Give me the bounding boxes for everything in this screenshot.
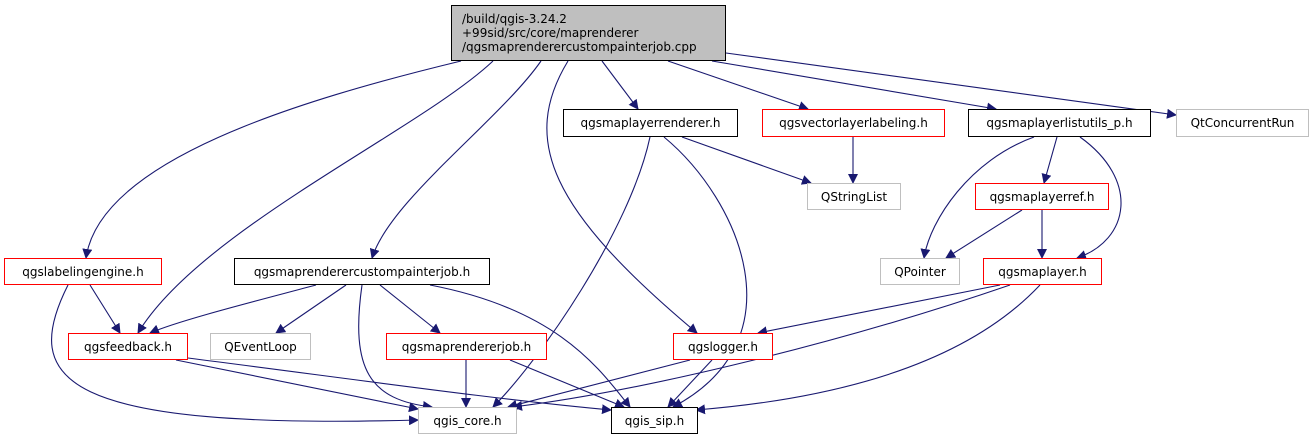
node-qtconcurrentrun: QtConcurrentRun: [1176, 109, 1309, 137]
edge-qgslabelingengine-to-qgis-core: [50, 284, 419, 426]
edge-qgsfeedback-to-qgis-sip: [187, 357, 612, 415]
node-qgsmaplayerlistutils[interactable]: qgsmaplayerlistutils_p.h: [968, 109, 1151, 137]
edge-qgsmaplayerlistutils-to-qgsmaplayerref: [1041, 136, 1058, 184]
edge-qgsmaplayer-to-qgis-sip: [695, 284, 1041, 415]
edge-root-to-qgsmaplayerrenderer: [601, 60, 639, 110]
root-line-2: +99sid/src/core/maprenderer: [462, 26, 639, 40]
edge-qgsmaplayerlistutils-to-qpointer: [920, 136, 1035, 259]
node-qgslabelingengine[interactable]: qgslabelingengine.h: [4, 258, 162, 285]
edge-root-to-qgslabelingengine: [82, 60, 462, 259]
edge-qgslabelingengine-to-qgsfeedback: [89, 284, 121, 334]
edge-root-to-qgsvectorlayerlabeling: [667, 60, 809, 111]
node-qeventloop: QEventLoop: [210, 333, 311, 360]
node-qgsmaprenderercustompainterjob[interactable]: qgsmaprenderercustompainterjob.h: [234, 258, 490, 285]
edge-qgsmaplayerref-to-qpointer: [945, 209, 1023, 259]
edge-qgslogger-to-qgis-core: [507, 359, 691, 410]
edge-root-to-qgsmaprenderercustompainterjob: [369, 60, 542, 259]
node-qgsmaplayerrenderer[interactable]: qgsmaplayerrenderer.h: [563, 109, 738, 137]
edge-qgsmaprenderercustompainterjob-to-qgsmaprendererjob: [379, 284, 441, 334]
edge-root-to-qtconcurrentrun: [725, 52, 1177, 119]
edges-layer: [50, 52, 1177, 426]
edge-qgsmaprendererjob-to-qgis-sip: [509, 359, 625, 409]
edge-root-to-qgsfeedback: [137, 60, 494, 334]
node-qgsmaplayerref[interactable]: qgsmaplayerref.h: [975, 183, 1109, 210]
node-qgsmaplayer[interactable]: qgsmaplayer.h: [983, 258, 1102, 285]
root-line-1: /build/qgis-3.24.2: [462, 12, 567, 26]
node-qgsvectorlayerlabeling[interactable]: qgsvectorlayerlabeling.h: [762, 109, 945, 137]
node-root-file: /build/qgis-3.24.2 +99sid/src/core/mapre…: [451, 5, 726, 61]
node-qpointer: QPointer: [880, 258, 960, 285]
edge-qgsmaplayerrenderer-to-qgis-sip: [663, 136, 748, 408]
edge-qgslogger-to-qgis-sip: [667, 359, 713, 408]
node-qgsfeedback[interactable]: qgsfeedback.h: [68, 333, 188, 360]
node-qstringlist: QStringList: [807, 183, 901, 210]
node-qgslogger[interactable]: qgslogger.h: [673, 333, 773, 360]
node-qgis-sip[interactable]: qgis_sip.h: [611, 407, 698, 434]
edge-qgsmaprenderercustompainterjob-to-qgis-sip: [429, 284, 631, 408]
edge-qgsmaplayer-to-qgis-core: [512, 284, 1011, 411]
edge-qgsmaplayerlistutils-to-qgsmaplayer: [1076, 136, 1122, 260]
edge-qgsmaplayerrenderer-to-qgis-core: [492, 136, 651, 408]
edge-qgsmaprenderercustompainterjob-to-qeventloop: [275, 284, 347, 334]
edge-qgsmaplayerrenderer-to-qstringlist: [681, 136, 812, 185]
node-qgis-core: qgis_core.h: [418, 407, 517, 434]
root-line-3: /qgsmaprenderercustompainterjob.cpp: [462, 40, 697, 54]
edge-qgsmaplayer-to-qgslogger: [757, 284, 1001, 337]
edge-qgsmaprenderercustompainterjob-to-qgsfeedback: [149, 284, 317, 335]
edge-root-to-qgslogger: [546, 60, 698, 334]
edge-root-to-qgsmaplayerlistutils: [711, 60, 997, 113]
edge-qgsfeedback-to-qgis-core: [175, 359, 419, 413]
node-qgsmaprendererjob[interactable]: qgsmaprendererjob.h: [386, 333, 547, 360]
